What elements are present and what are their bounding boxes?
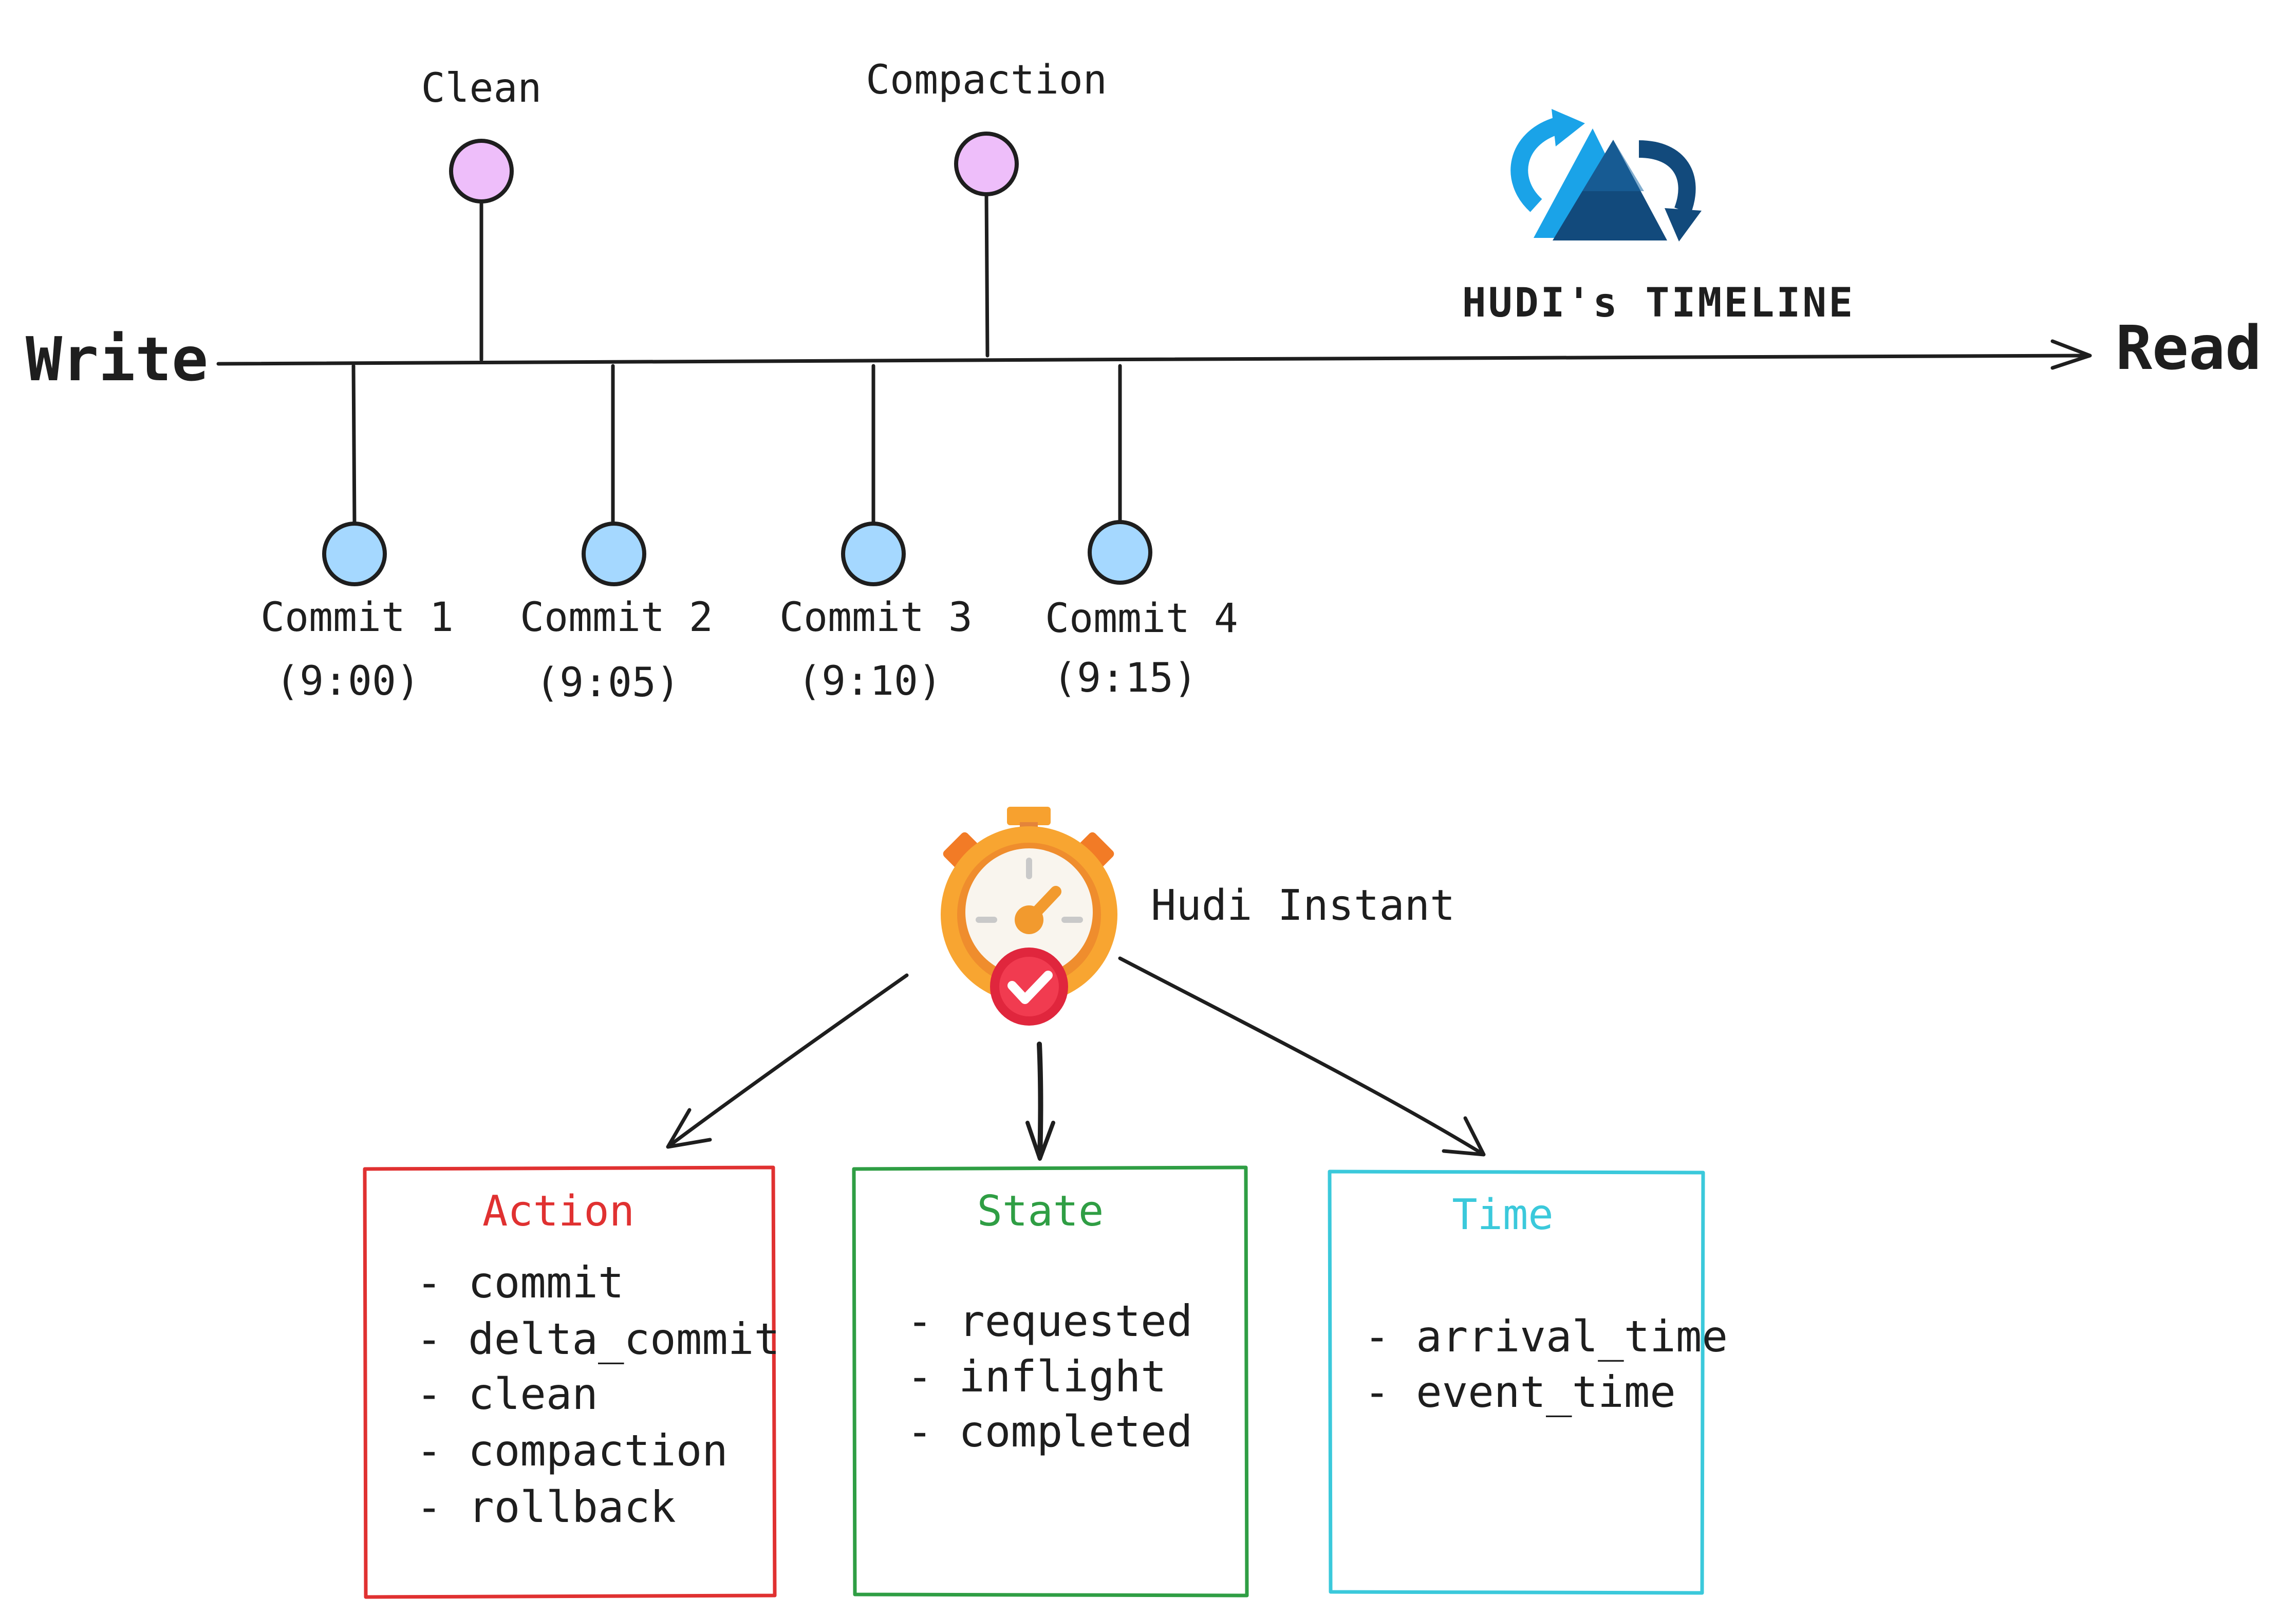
hudi-instant-label: Hudi Instant — [1151, 881, 1455, 930]
state-item-inflight: - inflight — [907, 1351, 1167, 1402]
compaction-label: Compaction — [866, 57, 1107, 103]
timeline-arrowhead — [2050, 339, 2092, 370]
commit-2-time: (9:05) — [535, 660, 680, 706]
action-title: Action — [482, 1187, 634, 1236]
commit-4-time: (9:15) — [1053, 655, 1198, 701]
arrow-to-time — [1118, 956, 1486, 1157]
action-item-delta-commit: - delta_commit — [416, 1314, 780, 1364]
write-label: Write — [26, 324, 208, 395]
state-item-completed: - completed — [907, 1406, 1192, 1457]
lower-event-commit-2: Commit 2 (9:05) — [520, 364, 713, 706]
lower-event-commit-3: Commit 3 (9:10) — [779, 364, 973, 704]
state-box: State - requested - inflight - completed — [852, 1165, 1249, 1598]
commit-2-label: Commit 2 — [520, 595, 713, 641]
state-title: State — [977, 1187, 1104, 1236]
commit-3-label: Commit 3 — [779, 595, 973, 641]
timeline-axis — [216, 339, 2092, 370]
action-item-commit: - commit — [416, 1257, 624, 1308]
lower-event-commit-1: Commit 1 (9:00) — [260, 364, 454, 704]
upper-event-compaction: Compaction — [866, 57, 1107, 358]
commit-1-label: Commit 1 — [260, 595, 454, 641]
time-title: Time — [1452, 1191, 1553, 1239]
hudi-timeline-caption: HUDI's TIMELINE — [1462, 280, 1855, 326]
commit-1-node — [322, 522, 387, 586]
commit-1-time: (9:00) — [275, 658, 420, 704]
action-item-clean: - clean — [416, 1369, 598, 1419]
commit-4-label: Commit 4 — [1045, 596, 1238, 642]
state-item-requested: - requested — [907, 1296, 1192, 1346]
action-box: Action - commit - delta_commit - clean -… — [363, 1165, 780, 1599]
upper-event-clean: Clean — [421, 65, 542, 362]
arrow-to-action — [666, 973, 909, 1149]
commit-4-node — [1088, 520, 1152, 585]
commit-3-node — [841, 522, 906, 586]
lower-event-commit-4: Commit 4 (9:15) — [1045, 364, 1238, 701]
action-item-compaction: - compaction — [416, 1425, 728, 1476]
time-item-event-time: - event_time — [1364, 1367, 1676, 1417]
action-item-rollback: - rollback — [416, 1482, 676, 1532]
read-label: Read — [2116, 312, 2262, 383]
commit-2-node — [582, 522, 646, 586]
clean-node — [449, 139, 514, 203]
time-box: Time - arrival_time - event_time — [1328, 1170, 1728, 1595]
commit-3-time: (9:10) — [797, 658, 942, 704]
hudi-logo-icon — [1510, 109, 1702, 242]
time-item-arrival-time: - arrival_time — [1364, 1311, 1728, 1362]
compaction-node — [954, 132, 1019, 196]
clean-label: Clean — [421, 65, 542, 112]
stopwatch-check-icon — [941, 807, 1117, 1026]
arrow-to-state — [1025, 1042, 1055, 1161]
